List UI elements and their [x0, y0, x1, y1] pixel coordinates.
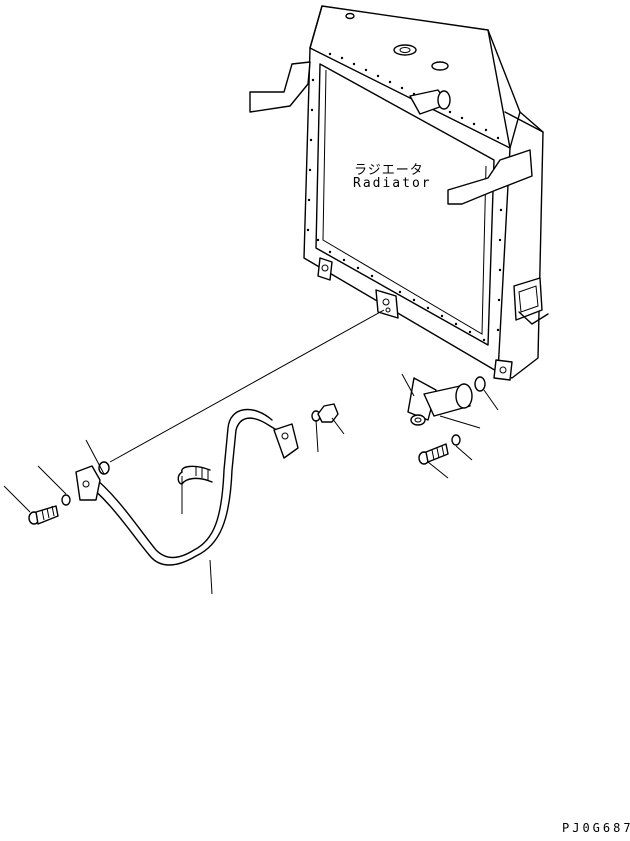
filler-cap [393, 44, 417, 56]
radiator [249, 5, 549, 381]
nut [317, 403, 339, 423]
right-foot [493, 359, 513, 381]
bolt-right [418, 443, 449, 465]
bottom-outlet-flange [375, 289, 399, 319]
washer-left [61, 494, 71, 506]
pipe-assembly [75, 408, 299, 566]
drawing-code: PJ0G687 [562, 821, 630, 835]
component-name-english: Radiator [353, 176, 432, 191]
top-port [345, 12, 355, 20]
callout-leaders [3, 309, 499, 595]
right-bracket [447, 149, 533, 205]
component-name-japanese: ラジエータ [354, 163, 424, 178]
left-bracket [249, 61, 311, 113]
bolt-left [28, 505, 59, 525]
washer-right [451, 434, 461, 446]
o-ring-right [474, 376, 486, 392]
elbow-connector [407, 377, 473, 426]
left-foot [317, 257, 333, 281]
filler-neck [431, 61, 449, 71]
